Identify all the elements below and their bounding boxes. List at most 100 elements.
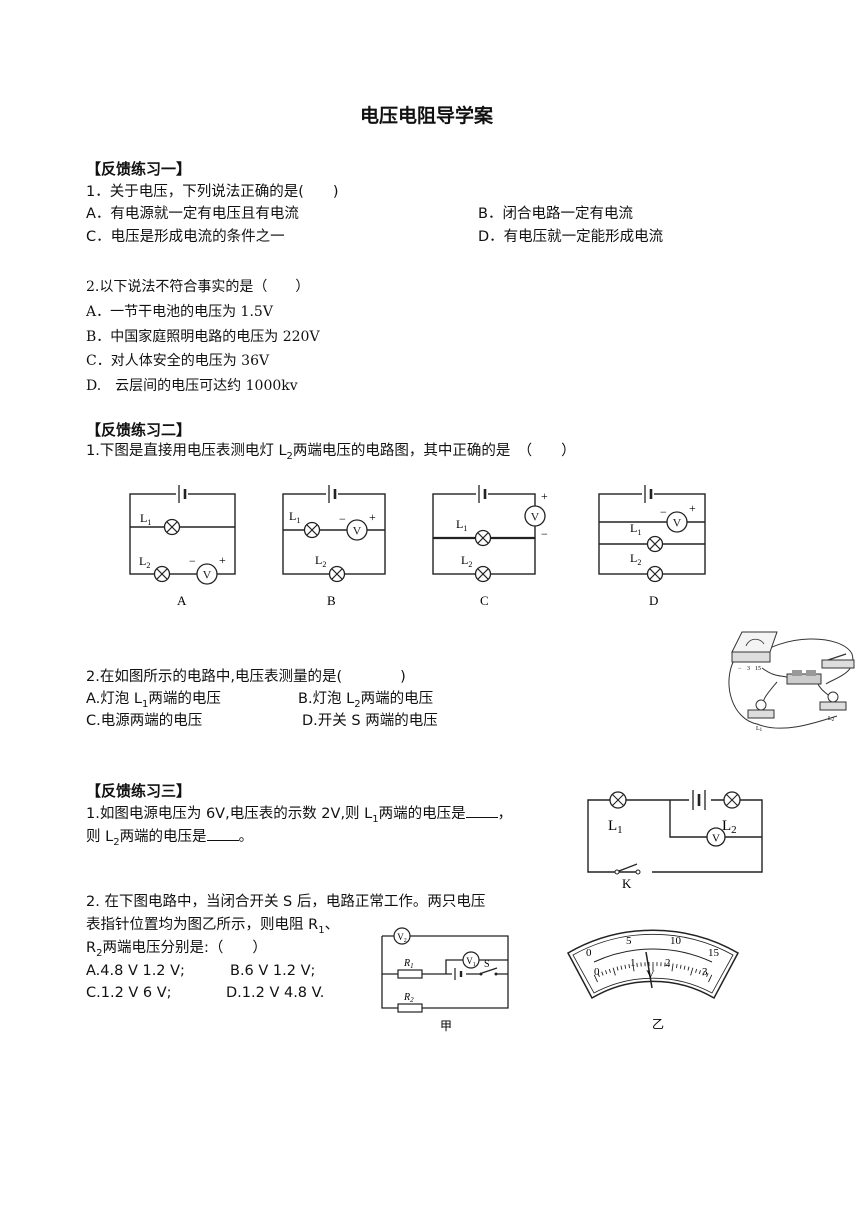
q1-1-option-a: A．有电源就一定有电压且有电流 bbox=[86, 206, 299, 222]
option-b-label: B bbox=[327, 593, 336, 608]
q1-2-option-c: C．对人体安全的电压为 36V bbox=[86, 353, 270, 369]
svg-text:V1: V1 bbox=[466, 956, 476, 968]
q2-2-stem: 2.在如图所示的电路中,电压表测量的是( ) bbox=[86, 669, 406, 685]
svg-text:0: 0 bbox=[586, 947, 592, 959]
svg-text:−: − bbox=[660, 505, 667, 519]
page-title: 电压电阻导学案 bbox=[360, 105, 494, 127]
svg-text:L2: L2 bbox=[315, 553, 326, 569]
q3-2-option-b: B.6 V 1.2 V; bbox=[230, 963, 316, 979]
option-a-label: A bbox=[177, 593, 187, 608]
svg-text:L2: L2 bbox=[139, 554, 150, 570]
dial-tick bbox=[676, 964, 678, 969]
svg-text:V: V bbox=[712, 833, 720, 845]
dial-tick bbox=[628, 964, 630, 969]
dial-tick bbox=[695, 968, 698, 973]
svg-text:2: 2 bbox=[665, 957, 671, 969]
svg-text:L2: L2 bbox=[630, 551, 641, 567]
section-heading-3: 【反馈练习三】 bbox=[86, 782, 192, 800]
svg-text:L1: L1 bbox=[630, 521, 641, 537]
svg-text:L1: L1 bbox=[140, 511, 151, 527]
q2-2-option-a: A.灯泡 L1两端的电压 bbox=[86, 691, 221, 710]
q3-1-circuit-figure: V L1 L2 K bbox=[587, 789, 763, 891]
dial-tick bbox=[632, 963, 635, 972]
answer-blank-1[interactable] bbox=[465, 803, 498, 818]
svg-text:R2: R2 bbox=[403, 992, 414, 1004]
voltmeter-dial-figure: 0 5 10 15 0 1 2 3 V 乙 bbox=[566, 929, 740, 1031]
q1-1-stem: 1．关于电压，下列说法正确的是( ) bbox=[86, 184, 339, 200]
dial-tick bbox=[687, 966, 690, 971]
svg-text:+: + bbox=[689, 501, 696, 515]
q3-2-line2: 表指针位置均为图乙所示，则电阻 R1、 bbox=[86, 917, 340, 936]
dial-tick bbox=[605, 970, 608, 975]
physical-circuit-figure: −3 15 L1 L2 bbox=[728, 631, 855, 733]
section-heading-2: 【反馈练习二】 bbox=[86, 421, 192, 439]
q3-2-line3: R2两端电压分别是:（ ） bbox=[86, 940, 267, 959]
svg-text:L2: L2 bbox=[722, 818, 737, 836]
svg-text:S: S bbox=[484, 959, 490, 970]
q3-2-option-a: A.4.8 V 1.2 V; bbox=[86, 963, 185, 979]
q2-2-option-d: D.开关 S 两端的电压 bbox=[302, 713, 438, 729]
dial-tick bbox=[624, 964, 627, 969]
svg-text:+: + bbox=[369, 510, 376, 524]
q3-1-line1: 1.如图电源电压为 6V,电压表的示数 2V,则 L1两端的电压是， bbox=[86, 803, 512, 830]
dial-tick bbox=[601, 971, 604, 976]
svg-text:0: 0 bbox=[594, 966, 600, 978]
svg-text:15: 15 bbox=[755, 666, 761, 672]
q1-2-option-d: D. 云层间的电压可达约 1000kv bbox=[86, 378, 298, 394]
dial-tick bbox=[683, 965, 686, 970]
q2-2-option-b: B.灯泡 L2两端的电压 bbox=[298, 691, 434, 710]
option-d-label: D bbox=[649, 593, 658, 608]
dial-tick bbox=[708, 974, 713, 983]
svg-text:5: 5 bbox=[626, 935, 632, 947]
q1-2-stem: 2.以下说法不符合事实的是（ ） bbox=[86, 279, 310, 295]
dial-tick bbox=[593, 974, 598, 983]
q3-2-line1: 2. 在下图电路中，当闭合开关 S 后，电路正常工作。两只电压 bbox=[86, 894, 486, 910]
option-c-label: C bbox=[480, 593, 489, 608]
dial-tick bbox=[690, 967, 694, 976]
svg-text:3: 3 bbox=[702, 966, 708, 978]
svg-text:V2: V2 bbox=[397, 932, 407, 944]
dial-tick bbox=[597, 973, 600, 978]
q1-1-option-c: C．电压是形成电流的条件之一 bbox=[86, 229, 285, 245]
dial-tick bbox=[616, 966, 619, 971]
svg-text:10: 10 bbox=[670, 935, 682, 947]
q3-2-option-d: D.1.2 V 4.8 V. bbox=[226, 985, 325, 1001]
fig-jia-label: 甲 bbox=[440, 1019, 452, 1033]
fig-yi-label: 乙 bbox=[652, 1017, 664, 1031]
q3-1-line2: 则 L2两端的电压是。 bbox=[86, 826, 253, 853]
dial-tick bbox=[706, 973, 709, 978]
svg-text:+: + bbox=[541, 489, 548, 503]
dial-tick bbox=[698, 970, 701, 975]
circuit-jia-figure: V2 V1 R1 S R2 甲 bbox=[381, 927, 509, 1033]
svg-text:L1: L1 bbox=[608, 818, 623, 836]
svg-text:L2: L2 bbox=[461, 553, 472, 569]
svg-text:3: 3 bbox=[747, 666, 750, 672]
q1-2-option-a: A．一节干电池的电压为 1.5V bbox=[86, 304, 273, 320]
dial-tick bbox=[671, 963, 674, 972]
q1-1-option-d: D．有电压就一定能形成电流 bbox=[478, 229, 664, 245]
svg-text:L1: L1 bbox=[756, 726, 763, 733]
svg-text:V: V bbox=[646, 967, 655, 981]
circuit-options-figure: V L1 L2 − + A L1 − + L2 B L1 L2 + − C bbox=[129, 483, 706, 608]
svg-text:L1: L1 bbox=[456, 517, 467, 533]
svg-text:−: − bbox=[189, 554, 196, 568]
svg-text:L2: L2 bbox=[828, 716, 835, 723]
svg-text:+: + bbox=[219, 553, 226, 567]
dial-tick bbox=[612, 967, 616, 976]
svg-text:−: − bbox=[738, 666, 742, 672]
svg-text:L1: L1 bbox=[289, 509, 300, 525]
svg-text:−: − bbox=[541, 527, 548, 541]
svg-text:R1: R1 bbox=[403, 958, 414, 970]
dial-tick bbox=[608, 968, 611, 973]
q1-1-option-b: B．闭合电路一定有电流 bbox=[478, 206, 633, 222]
svg-text:K: K bbox=[622, 876, 632, 891]
answer-blank-2[interactable] bbox=[206, 826, 239, 841]
svg-text:15: 15 bbox=[708, 947, 720, 959]
dial-tick bbox=[620, 965, 623, 970]
svg-text:−: − bbox=[339, 512, 346, 526]
q3-2-option-c: C.1.2 V 6 V; bbox=[86, 985, 172, 1001]
q2-1-stem: 1.下图是直接用电压表测电灯 L2两端电压的电路图，其中正确的是 （ ） bbox=[86, 443, 576, 462]
section-heading-1: 【反馈练习一】 bbox=[86, 160, 192, 178]
q1-2-option-b: B．中国家庭照明电路的电压为 220V bbox=[86, 329, 320, 345]
svg-text:1: 1 bbox=[630, 957, 636, 969]
